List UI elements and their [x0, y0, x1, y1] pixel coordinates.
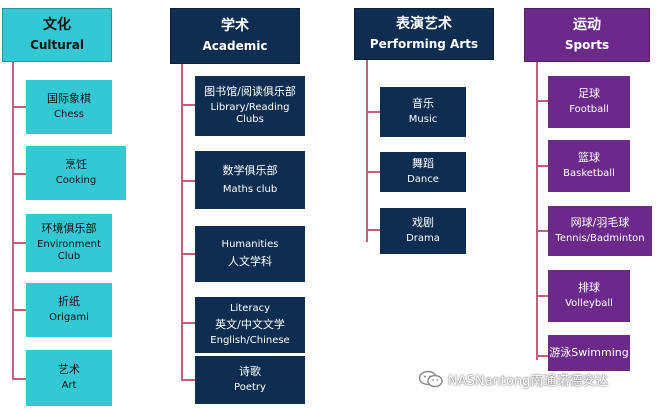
cultural-connector-branch [12, 173, 26, 175]
sports-header: 运动 Sports [524, 8, 650, 62]
sports-connector-branch [536, 165, 548, 167]
item-zh: 英文/中文文学 [215, 318, 285, 332]
academic-connector-branch [181, 180, 195, 182]
wechat-icon [418, 370, 443, 388]
sports-header-en: Sports [564, 38, 610, 53]
cultural-item-origami: 折纸 Origami [26, 283, 112, 337]
sports-item-tennis-badminton: 网球/羽毛球 Tennis/Badminton [548, 206, 652, 256]
academic-item-library: 图书馆/阅读俱乐部 Library/Reading Clubs [195, 76, 305, 136]
item-en: English/Chinese [210, 334, 290, 346]
academic-connector-vertical [181, 64, 183, 380]
item-en: Art [61, 380, 77, 392]
item-zh: 篮球 [578, 151, 600, 165]
item-zh: 戏剧 [412, 216, 434, 230]
cultural-item-cooking: 烹饪 Cooking [26, 146, 126, 200]
item-zh: 诗歌 [239, 365, 261, 379]
sports-header-zh: 运动 [573, 16, 601, 33]
performing-connector-branch [366, 171, 380, 173]
academic-item-literacy: Literacy 英文/中文文学 English/Chinese [195, 297, 305, 353]
item-en: Environment Club [37, 238, 101, 263]
performing-connector-branch [366, 111, 380, 113]
sports-item-swimming: 游泳Swimming [548, 335, 630, 371]
item-en-top: Literacy [229, 302, 271, 314]
academic-connector-branch [181, 322, 195, 324]
academic-item-maths: 数学俱乐部 Maths club [195, 151, 305, 209]
item-zh: 排球 [578, 281, 600, 295]
item-en: Music [408, 114, 438, 126]
cultural-connector-vertical [12, 62, 14, 380]
item-zh: 艺术 [58, 363, 80, 377]
item-en: Basketball [563, 168, 615, 180]
item-en: Drama [406, 233, 440, 245]
item-en: Chess [54, 109, 84, 121]
watermark-text: NASNantong南通诺德安达 [448, 373, 609, 389]
cultural-item-environment-club: 环境俱乐部 Environment Club [26, 214, 112, 272]
performing-arts-header: 表演艺术 Performing Arts [354, 8, 494, 60]
item-zh: 人文学科 [228, 255, 272, 269]
cultural-connector-branch [12, 309, 26, 311]
item-en: Dance [407, 174, 439, 186]
item-zh: 国际象棋 [47, 92, 91, 106]
sports-connector-vertical [536, 62, 538, 360]
item-zh: 数学俱乐部 [222, 163, 278, 177]
academic-item-humanities: Humanities 人文学科 [195, 226, 305, 282]
item-zh: 图书馆/阅读俱乐部 [204, 85, 296, 99]
sports-item-football: 足球 Football [548, 76, 630, 128]
item-en: Origami [49, 312, 89, 324]
cultural-header: 文化 Cultural [2, 8, 112, 62]
item-en: Volleyball [565, 298, 613, 310]
item-zh: 环境俱乐部 [41, 222, 97, 236]
item-zh: 折纸 [58, 295, 80, 309]
item-zh: 游泳Swimming [549, 346, 629, 360]
academic-header-en: Academic [202, 39, 268, 54]
academic-connector-branch [181, 104, 195, 106]
item-en: Maths club [222, 183, 278, 195]
sports-connector-branch [536, 355, 548, 357]
performing-item-dance: 舞蹈 Dance [380, 152, 466, 192]
performing-header-en: Performing Arts [369, 36, 479, 51]
cultural-connector-branch [12, 106, 26, 108]
performing-connector-branch [366, 229, 380, 231]
sports-connector-branch [536, 100, 548, 102]
item-zh: 音乐 [412, 97, 434, 111]
academic-connector-branch [181, 379, 195, 381]
item-en: Cooking [55, 175, 97, 187]
cultural-connector-branch [12, 378, 26, 380]
cultural-header-en: Cultural [30, 38, 84, 53]
cultural-header-zh: 文化 [43, 16, 71, 33]
item-en: Humanities [221, 238, 279, 250]
academic-header: 学术 Academic [170, 8, 300, 64]
cultural-item-art: 艺术 Art [26, 350, 112, 406]
academic-connector-branch [181, 253, 195, 255]
item-en: Poetry [234, 382, 266, 394]
item-zh: 舞蹈 [412, 157, 434, 171]
cultural-connector-branch [12, 242, 26, 244]
item-en: Library/Reading Clubs [210, 101, 290, 126]
academic-item-poetry: 诗歌 Poetry [195, 356, 305, 404]
item-zh: 足球 [578, 87, 600, 101]
performing-connector-vertical [366, 60, 368, 242]
sports-item-volleyball: 排球 Volleyball [548, 270, 630, 322]
performing-item-drama: 戏剧 Drama [380, 208, 466, 254]
sports-item-basketball: 篮球 Basketball [548, 140, 630, 192]
cultural-item-chess: 国际象棋 Chess [26, 80, 112, 134]
performing-header-zh: 表演艺术 [396, 16, 452, 33]
watermark: NASNantong南通诺德安达 [418, 368, 608, 390]
item-en: Football [569, 104, 609, 116]
item-zh: 烹饪 [65, 158, 87, 172]
item-zh: 网球/羽毛球 [570, 216, 630, 230]
item-en: Tennis/Badminton [555, 233, 645, 245]
academic-header-zh: 学术 [221, 17, 249, 34]
performing-item-music: 音乐 Music [380, 87, 466, 137]
sports-connector-branch [536, 230, 548, 232]
sports-connector-branch [536, 295, 548, 297]
